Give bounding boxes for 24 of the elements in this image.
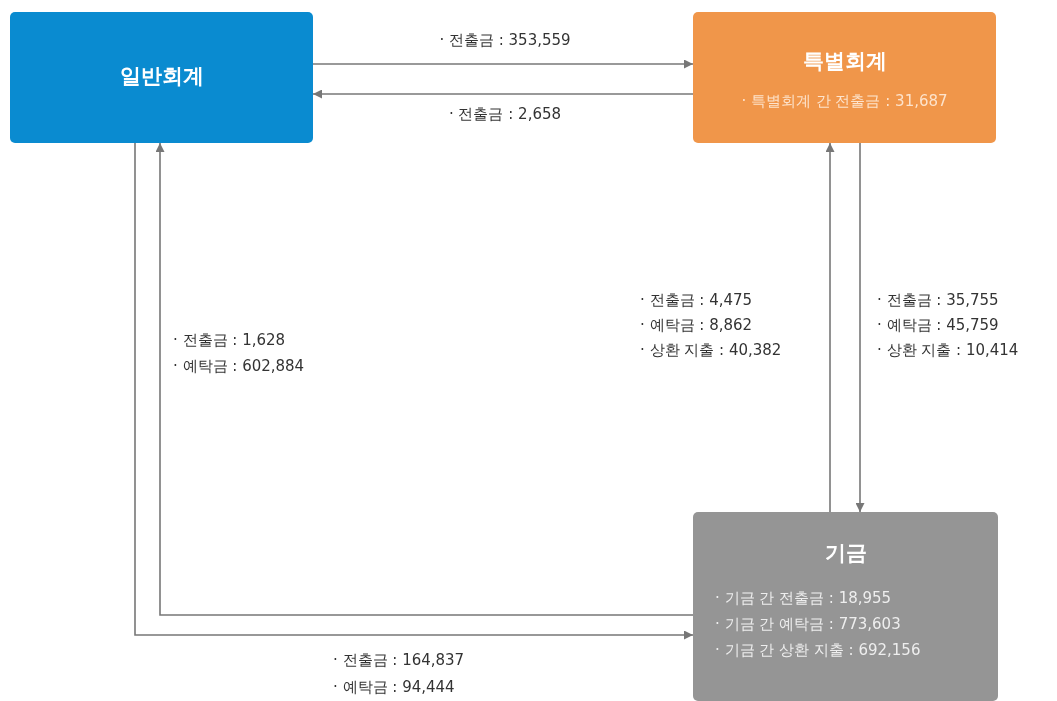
account-box (10, 12, 313, 143)
amount-label: · 전출금 : 35,755 (877, 291, 999, 309)
box-title: 특별회계 (802, 48, 887, 75)
arrow (855, 142, 865, 513)
box-title: 기금 (824, 540, 867, 567)
amount-label: · 상환 지출 : 10,414 (877, 341, 1019, 359)
box-item: · 기금 간 예탁금 : 773,603 (715, 615, 901, 634)
amount-label: · 상환 지출 : 40,382 (640, 341, 782, 359)
amount-label: · 전출금 : 164,837 (333, 651, 465, 669)
box-item: · 기금 간 전출금 : 18,955 (715, 589, 892, 608)
box-item: · 기금 간 상환 지출 : 692,156 (715, 641, 921, 660)
account-box (693, 512, 998, 701)
account-box (693, 12, 996, 143)
amount-label: · 예탁금 : 602,884 (173, 357, 305, 375)
amount-label: · 예탁금 : 45,759 (877, 316, 999, 334)
arrow (312, 59, 694, 69)
arrow (825, 142, 835, 513)
amount-label: · 예탁금 : 94,444 (333, 678, 455, 696)
box-title: 일반회계 (119, 63, 204, 90)
amount-label: · 예탁금 : 8,862 (640, 316, 753, 334)
arrow (312, 89, 694, 99)
amount-label: · 전출금 : 1,628 (173, 331, 286, 349)
amount-label: · 전출금 : 4,475 (640, 291, 753, 309)
box-item: · 특별회계 간 전출금 : 31,687 (741, 92, 948, 111)
